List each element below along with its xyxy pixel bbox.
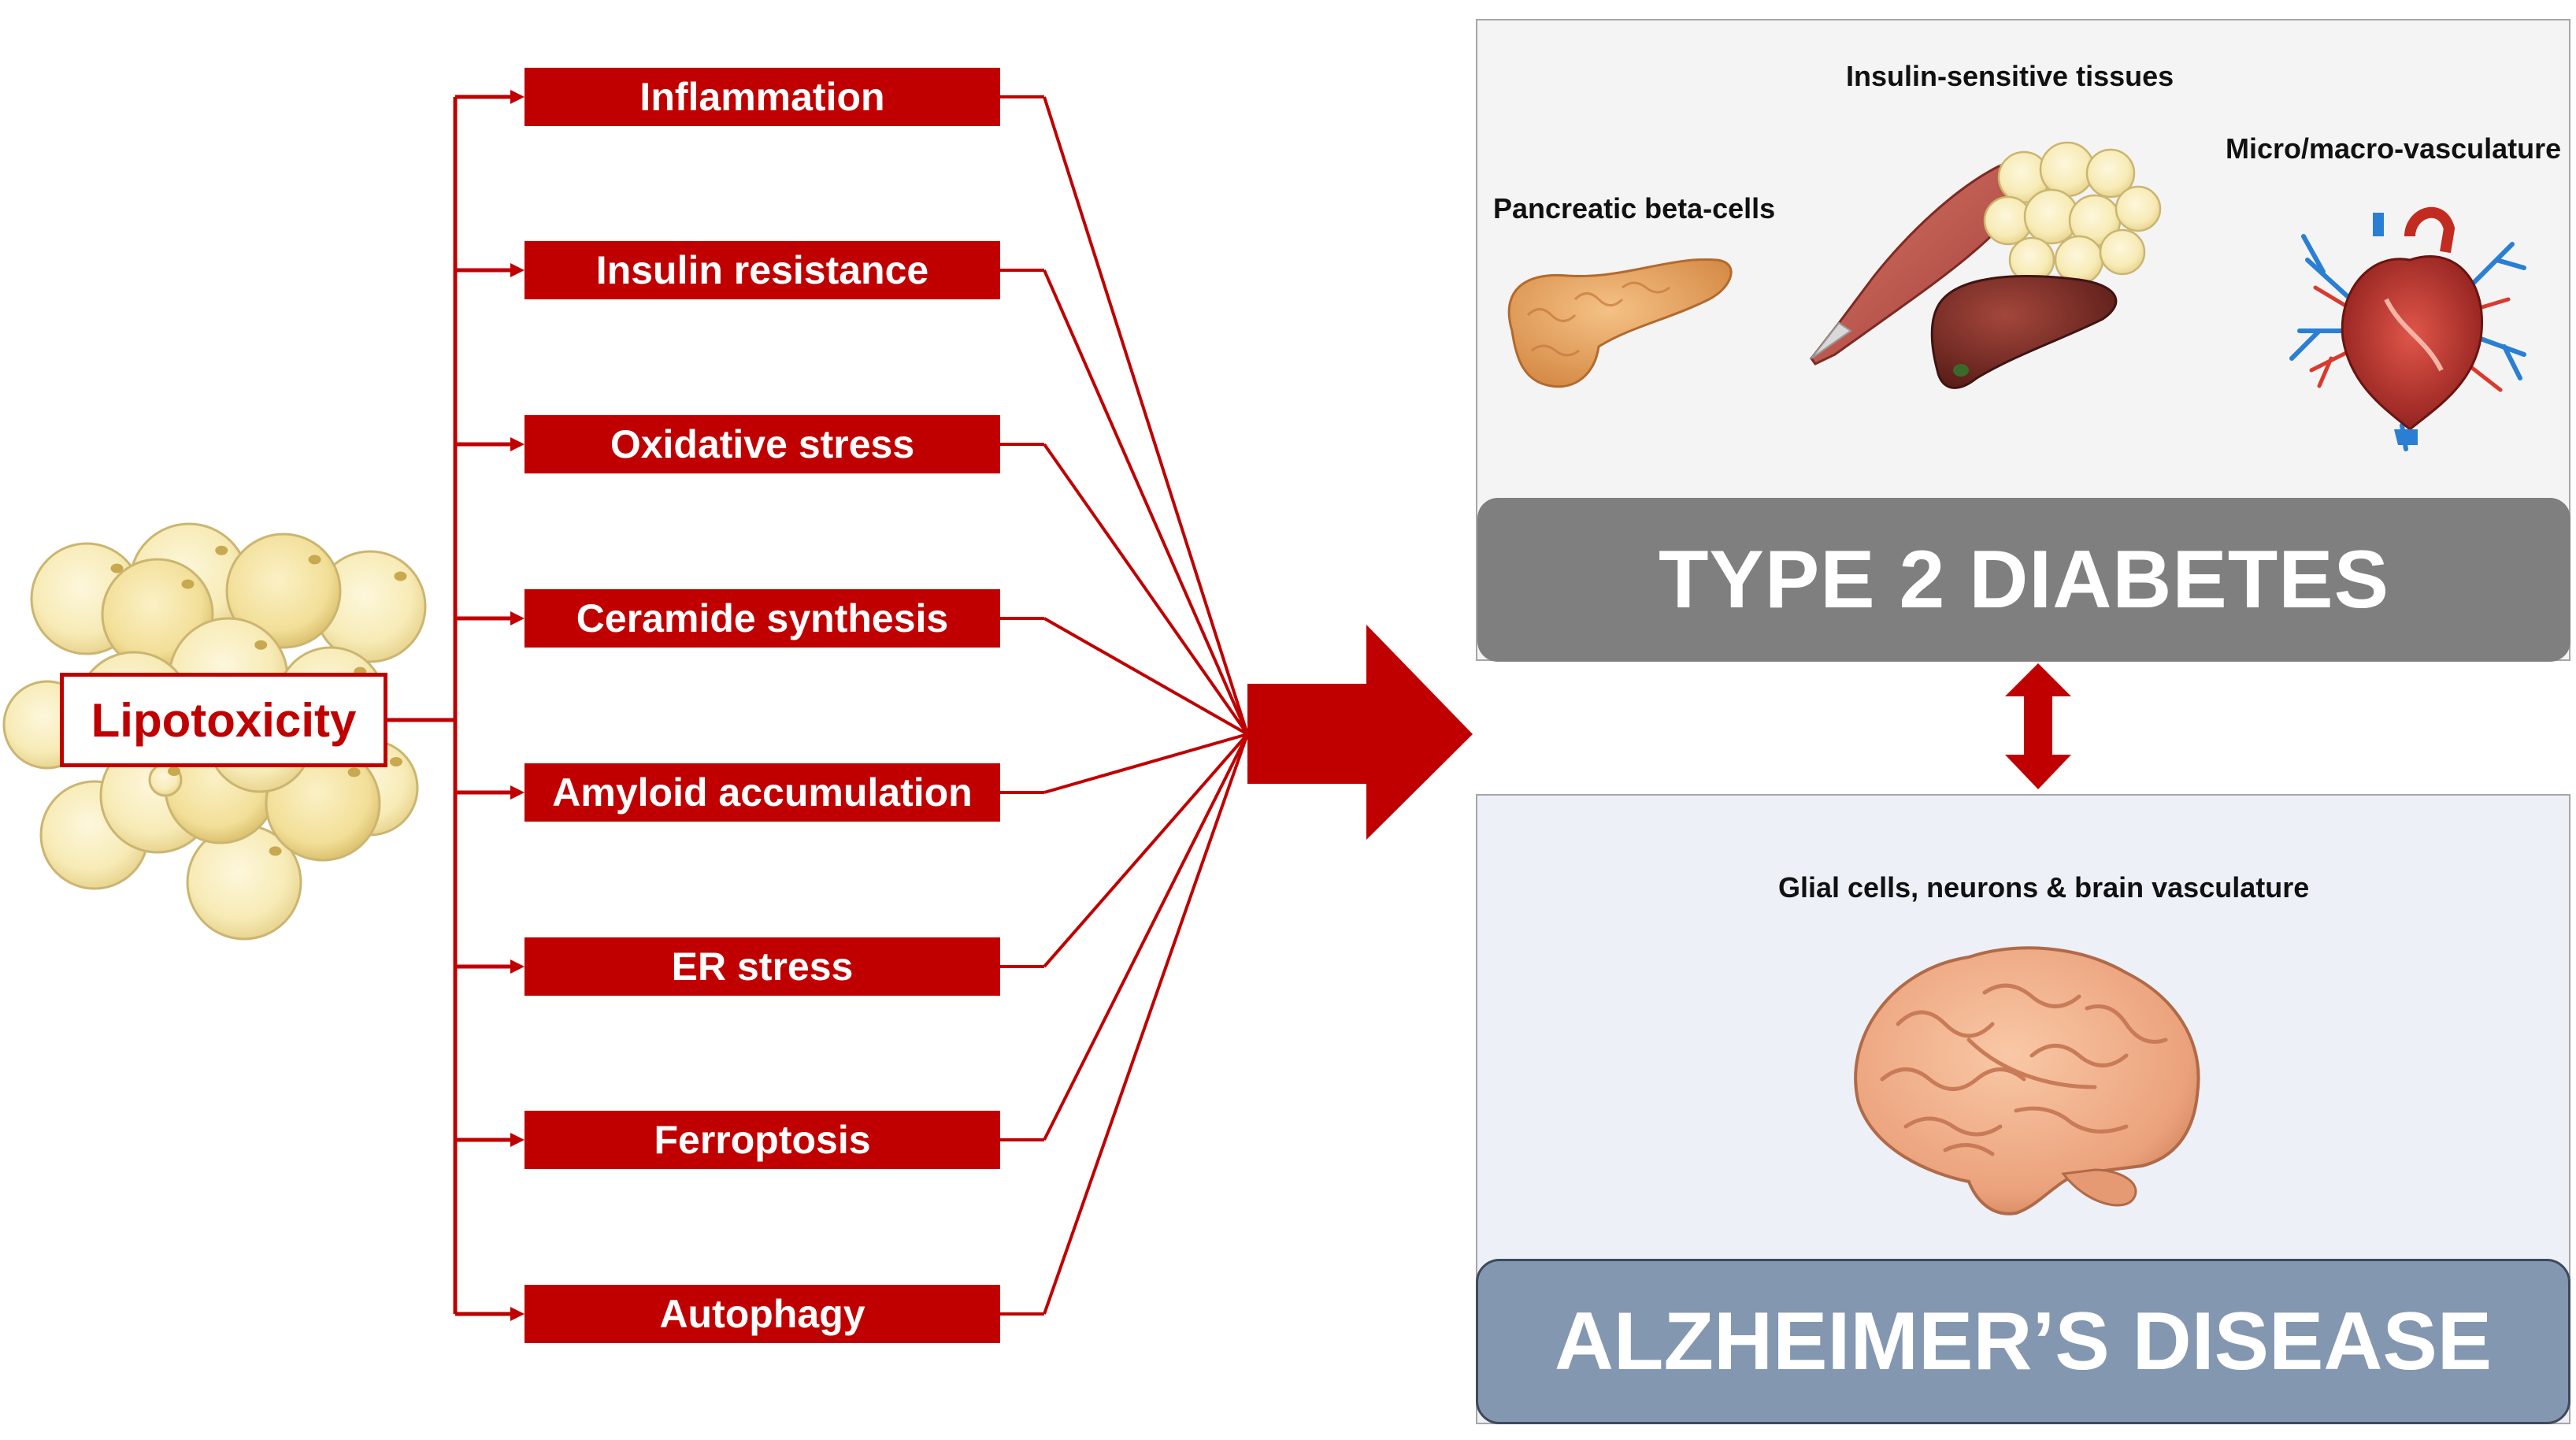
mechanism-ceramide-synthesis: Ceramide synthesis bbox=[524, 589, 1000, 648]
branch-arrow bbox=[455, 90, 524, 104]
mechanism-oxidative-stress: Oxidative stress bbox=[524, 415, 1000, 473]
converging-line bbox=[1000, 269, 1249, 735]
adipocyte-cell bbox=[186, 824, 302, 941]
branch-arrow bbox=[455, 1307, 524, 1321]
mechanism-er-stress: ER stress bbox=[524, 937, 1000, 996]
adipocyte-cell bbox=[225, 533, 342, 649]
mechanism-amyloid-accumulation: Amyloid accumulation bbox=[524, 763, 1000, 822]
mechanism-inflammation: Inflammation bbox=[524, 68, 1000, 126]
big-right-arrow bbox=[1247, 625, 1473, 840]
converging-line bbox=[1000, 733, 1249, 968]
insulin-sensitive-tissues-label: Insulin-sensitive tissues bbox=[1846, 60, 2174, 92]
branch-arrow bbox=[455, 785, 524, 800]
branch-arrow bbox=[455, 611, 524, 625]
lipotoxicity-branch-connectors bbox=[387, 90, 524, 1321]
double-headed-arrow bbox=[2005, 663, 2071, 789]
converging-line bbox=[1000, 617, 1248, 736]
converging-lines bbox=[1000, 95, 1249, 1316]
converging-line bbox=[1000, 733, 1249, 1141]
mechanism-insulin-resistance: Insulin resistance bbox=[524, 241, 1000, 299]
glial-neurons-label: Glial cells, neurons & brain vasculature bbox=[1778, 871, 2310, 904]
mechanism-ferroptosis: Ferroptosis bbox=[524, 1111, 1000, 1169]
converging-line bbox=[1000, 443, 1249, 736]
branch-arrow bbox=[455, 263, 524, 277]
type2-diabetes-banner: TYPE 2 DIABETES bbox=[1477, 498, 2570, 662]
branch-arrow bbox=[455, 437, 524, 451]
pancreatic-beta-cells-label: Pancreatic beta-cells bbox=[1493, 192, 1776, 225]
branch-arrow bbox=[455, 1133, 524, 1147]
lipotoxicity-label: Lipotoxicity bbox=[60, 673, 387, 767]
converging-line bbox=[1000, 95, 1249, 735]
adipocyte-cell bbox=[148, 763, 183, 797]
converging-line bbox=[1000, 733, 1248, 794]
micro-macro-vasculature-label: Micro/macro-vasculature bbox=[2226, 132, 2562, 165]
mechanism-autophagy: Autophagy bbox=[524, 1285, 1000, 1343]
alzheimers-banner: ALZHEIMER’S DISEASE bbox=[1476, 1259, 2570, 1424]
branch-arrow bbox=[455, 959, 524, 974]
converging-line bbox=[1000, 733, 1249, 1316]
